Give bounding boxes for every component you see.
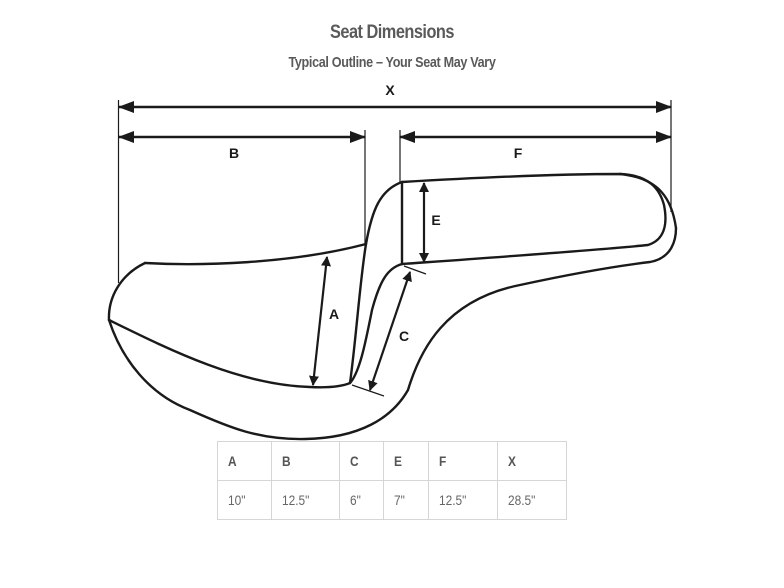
table-header-cell: A	[217, 441, 272, 481]
dimension-a-arrow: A	[309, 256, 339, 386]
page-title: Seat Dimensions	[330, 22, 454, 43]
label-a: A	[329, 306, 339, 322]
table-row: 10" 12.5" 6" 7" 12.5" 28.5"	[217, 480, 567, 520]
label-b: B	[229, 145, 239, 161]
table-header-cell: B	[271, 441, 340, 481]
table-cell-a: 10"	[217, 480, 272, 520]
label-c: C	[399, 328, 409, 344]
dimension-b-arrow: B	[118, 131, 366, 161]
page-subtitle: Typical Outline – Your Seat May Vary	[288, 54, 496, 71]
table-cell-c: 6"	[339, 480, 384, 520]
table-cell-b: 12.5"	[271, 480, 340, 520]
table-cell-e: 7"	[383, 480, 429, 520]
label-e: E	[431, 212, 440, 228]
dimension-e-arrow: E	[419, 182, 441, 263]
label-f: F	[514, 145, 523, 161]
extension-lines	[117, 100, 672, 283]
table-header-cell: E	[383, 441, 429, 481]
table-header-cell: X	[497, 441, 567, 481]
dimension-c-arrow: C	[351, 265, 427, 397]
table-cell-f: 12.5"	[428, 480, 498, 520]
table-header-cell: F	[428, 441, 498, 481]
table-cell-x: 28.5"	[497, 480, 567, 520]
dimensions-table: A B C E F X 10" 12.5" 6" 7" 12.5" 28.5"	[217, 441, 567, 520]
table-header-cell: C	[339, 441, 384, 481]
dimension-x-arrow: X	[118, 82, 672, 113]
label-x: X	[385, 82, 395, 98]
table-header-row: A B C E F X	[217, 441, 567, 481]
dimension-f-arrow: F	[399, 131, 672, 161]
seat-outline	[107, 172, 678, 441]
